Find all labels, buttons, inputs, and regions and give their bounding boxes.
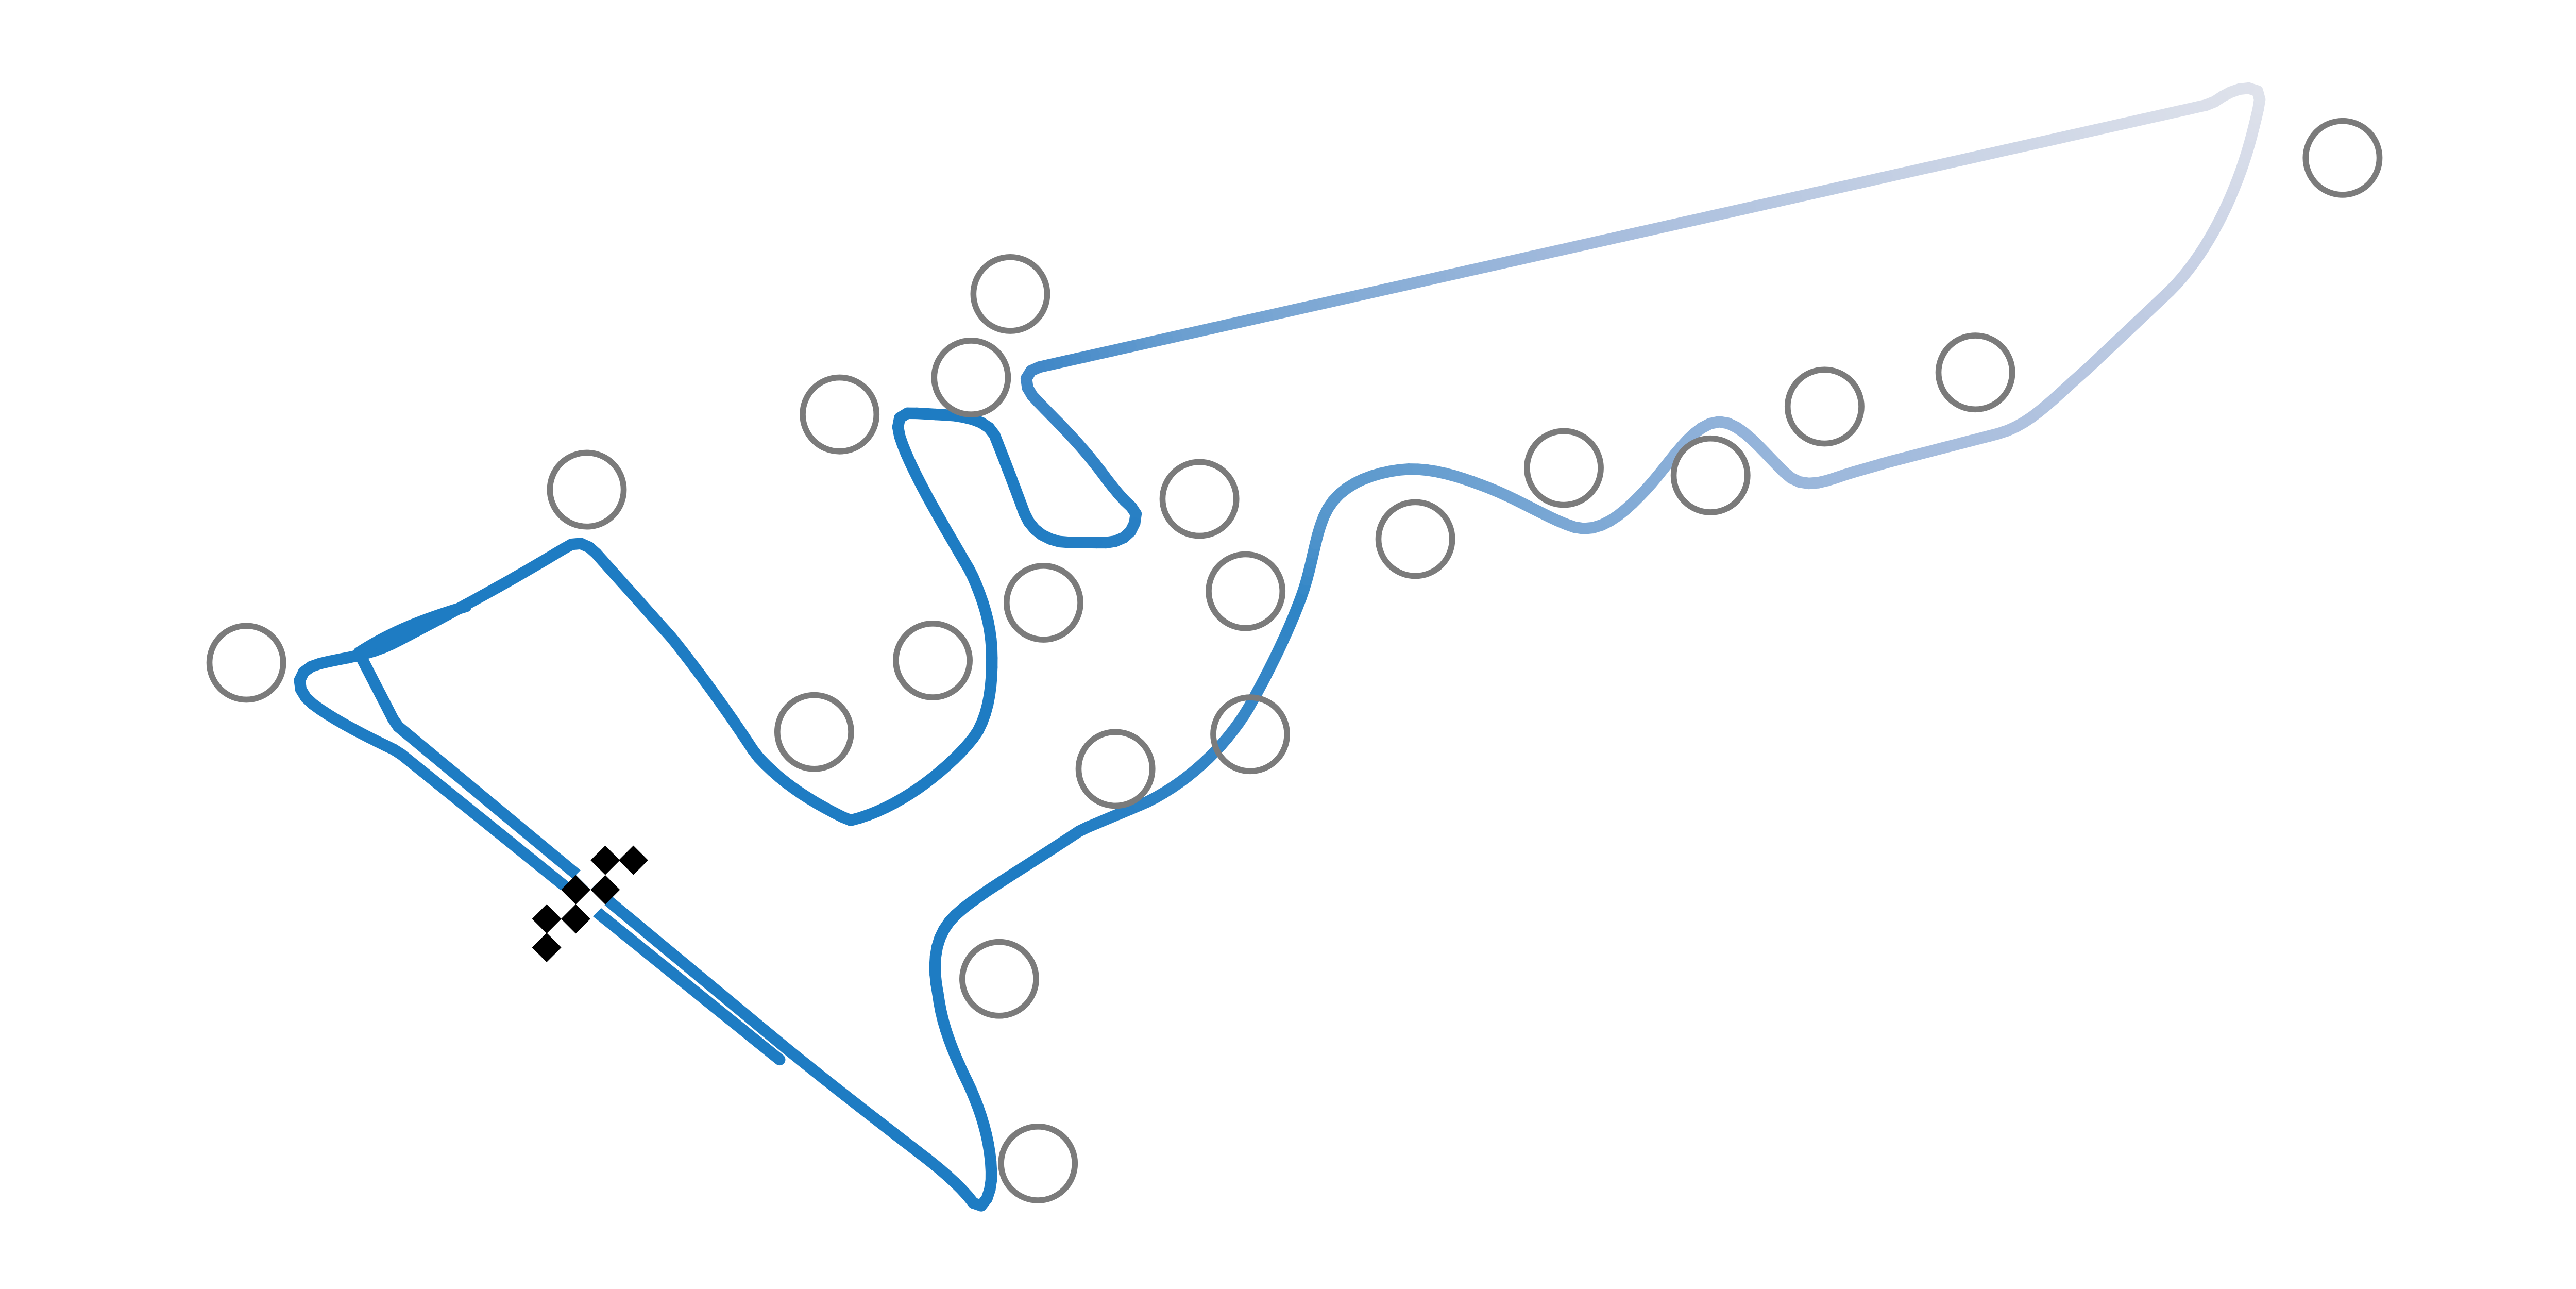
corner-marker-12 bbox=[1206, 551, 1286, 631]
corner-marker-9 bbox=[1670, 435, 1751, 515]
corner-marker-14 bbox=[893, 620, 973, 700]
corner-marker-2 bbox=[970, 254, 1050, 334]
turn-one-fold-branch bbox=[353, 600, 472, 659]
corner-marker-1 bbox=[2302, 118, 2383, 198]
flag-black-cell bbox=[618, 845, 648, 875]
corner-marker-4 bbox=[800, 374, 880, 455]
corner-marker-13 bbox=[1003, 563, 1083, 643]
corner-markers bbox=[206, 118, 2383, 1203]
flag-black-cell bbox=[590, 845, 620, 875]
track-fold-branch bbox=[353, 600, 472, 659]
corner-marker-3 bbox=[931, 338, 1011, 417]
corner-marker-5 bbox=[547, 449, 627, 530]
start-finish-flag bbox=[517, 845, 648, 962]
track-segment bbox=[766, 1048, 786, 1066]
corner-marker-19 bbox=[959, 939, 1039, 1019]
corner-marker-10 bbox=[1784, 366, 1865, 447]
flag-black-cell bbox=[561, 904, 590, 934]
flag-black-cell bbox=[590, 875, 620, 905]
flag-black-cell bbox=[532, 904, 562, 934]
corner-marker-20 bbox=[998, 1123, 1078, 1203]
flag-black-cell bbox=[561, 875, 590, 905]
corner-marker-7 bbox=[1375, 499, 1455, 579]
track-path bbox=[294, 82, 2266, 1212]
flag-black-cell bbox=[532, 932, 562, 962]
map-background bbox=[0, 67, 2576, 1222]
corner-marker-15 bbox=[206, 623, 286, 703]
corner-marker-6 bbox=[1159, 459, 1240, 539]
corner-marker-8 bbox=[1524, 428, 1604, 508]
flag-white-cell bbox=[575, 860, 605, 890]
corner-marker-17 bbox=[1210, 694, 1291, 775]
corner-marker-11 bbox=[1935, 332, 2015, 413]
corner-marker-16 bbox=[774, 692, 854, 772]
corner-marker-18 bbox=[1075, 729, 1156, 809]
